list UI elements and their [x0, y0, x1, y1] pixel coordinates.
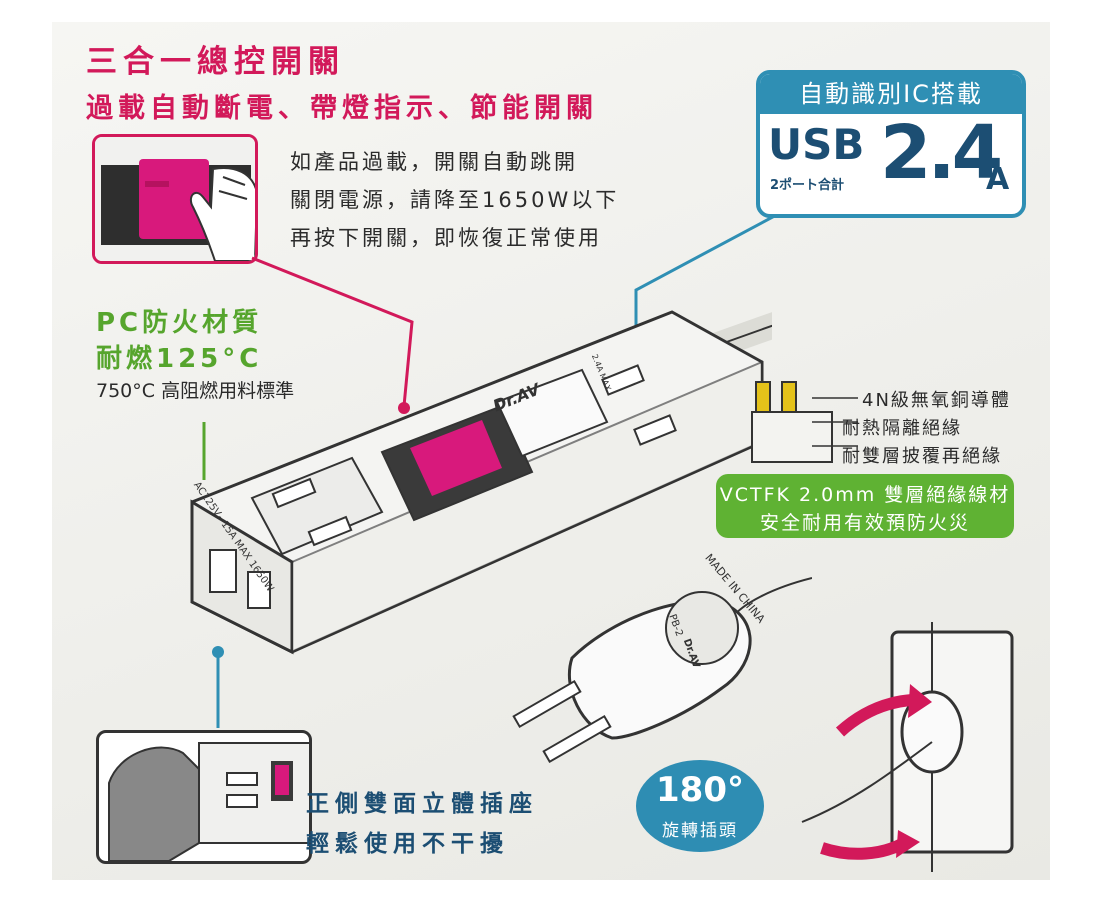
overload-line-1: 如產品過載，開關自動跳開: [290, 150, 578, 174]
side-outlet-inset: [96, 730, 312, 864]
page-subtitle: 過載自動斷電、帶燈指示、節能開關: [86, 93, 598, 124]
wire-banner-line-1: VCTFK 2.0mm 雙層絕緣線材: [719, 484, 1011, 506]
page-title: 三合一總控開關: [86, 44, 345, 80]
overload-line-3: 再按下開關，即恢復正常使用: [290, 226, 602, 250]
wire-label-1: 4N級無氧銅導體: [862, 390, 1011, 411]
switch-inset: [92, 134, 258, 264]
usb-feature-box: 自動識別IC搭載 USB 2ポート合計 2.4 A: [756, 70, 1026, 218]
switch-inset-illustration: [95, 137, 255, 261]
usb-unit: A: [986, 162, 1010, 197]
usb-ports: 2ポート合計: [770, 178, 845, 193]
wire-banner-line-2: 安全耐用有效預防火災: [759, 512, 970, 534]
wire-cross-section: [751, 381, 858, 463]
overload-line-2: 關閉電源，請降至1650W以下: [290, 188, 620, 212]
material-standard: 750°C 高阻燃用料標準: [96, 380, 295, 402]
rotation-angle: 180°: [656, 770, 744, 810]
usb-heading: 自動識別IC搭載: [760, 74, 1022, 114]
usb-word: USB: [768, 120, 865, 169]
product-panel: 三合一總控開關 過載自動斷電、帶燈指示、節能開關 如產品過載，開關自動跳開 關閉…: [52, 22, 1050, 880]
usb-amps: 2.4: [880, 110, 1003, 196]
side-outlet-illustration: [108, 742, 309, 861]
plug-illustration: [512, 577, 812, 764]
wall-outlet-illustration: [801, 622, 1014, 872]
material-title: PC防火材質: [96, 308, 263, 338]
side-outlet-title: 正側雙面立體插座: [306, 791, 538, 817]
wire-label-2: 耐熱隔離絕緣: [842, 418, 962, 439]
wire-label-3: 耐雙層披覆再絕緣: [842, 446, 1002, 467]
rotation-badge: 180° 旋轉插頭: [636, 760, 764, 852]
rotation-label: 旋轉插頭: [662, 821, 738, 841]
material-temp: 耐燃125°C: [96, 344, 263, 374]
wire-banner: VCTFK 2.0mm 雙層絕緣線材 安全耐用有效預防火災: [716, 474, 1014, 538]
power-strip-illustration: [190, 310, 772, 655]
side-outlet-subtitle: 輕鬆使用不干擾: [306, 831, 509, 857]
